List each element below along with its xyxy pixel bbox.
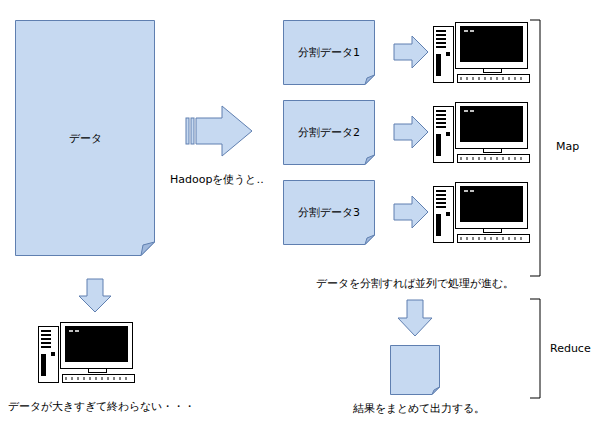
- caption-text: データが大きすぎて終わらない・・・: [8, 399, 195, 414]
- bracket: [530, 20, 540, 276]
- caption-text: データを分割すれば並列で処理が進む。: [316, 276, 514, 291]
- result-document: [391, 346, 440, 395]
- node-text: 分割データ2: [290, 125, 368, 140]
- caption-text: Reduce: [550, 342, 591, 355]
- block-arrow: [196, 106, 252, 156]
- block-arrow: [79, 279, 111, 312]
- caption-text: Hadoopを使うと‥: [170, 172, 264, 187]
- block-arrow: [394, 116, 428, 148]
- node-text: データ: [61, 131, 110, 146]
- arrow-tail-stripe: [191, 118, 194, 144]
- computer-icon: [434, 23, 530, 83]
- document-box: データ: [15, 20, 155, 256]
- block-arrow: [398, 300, 432, 336]
- computer-icon: [434, 103, 530, 163]
- bracket: [530, 299, 540, 398]
- block-arrow: [394, 36, 428, 68]
- arrow-tail-stripe: [186, 118, 189, 144]
- caption-text: 結果をまとめて出力する。: [353, 401, 485, 416]
- node-text: 分割データ3: [290, 205, 368, 220]
- computer-icon: [39, 323, 135, 383]
- computer-icon: [434, 183, 530, 243]
- document-box: 分割データ2: [283, 100, 375, 165]
- document-box: 分割データ3: [283, 180, 375, 245]
- caption-text: Map: [556, 140, 579, 153]
- node-text: 分割データ1: [290, 45, 368, 60]
- document-box: 分割データ1: [283, 20, 375, 85]
- block-arrow: [394, 196, 428, 228]
